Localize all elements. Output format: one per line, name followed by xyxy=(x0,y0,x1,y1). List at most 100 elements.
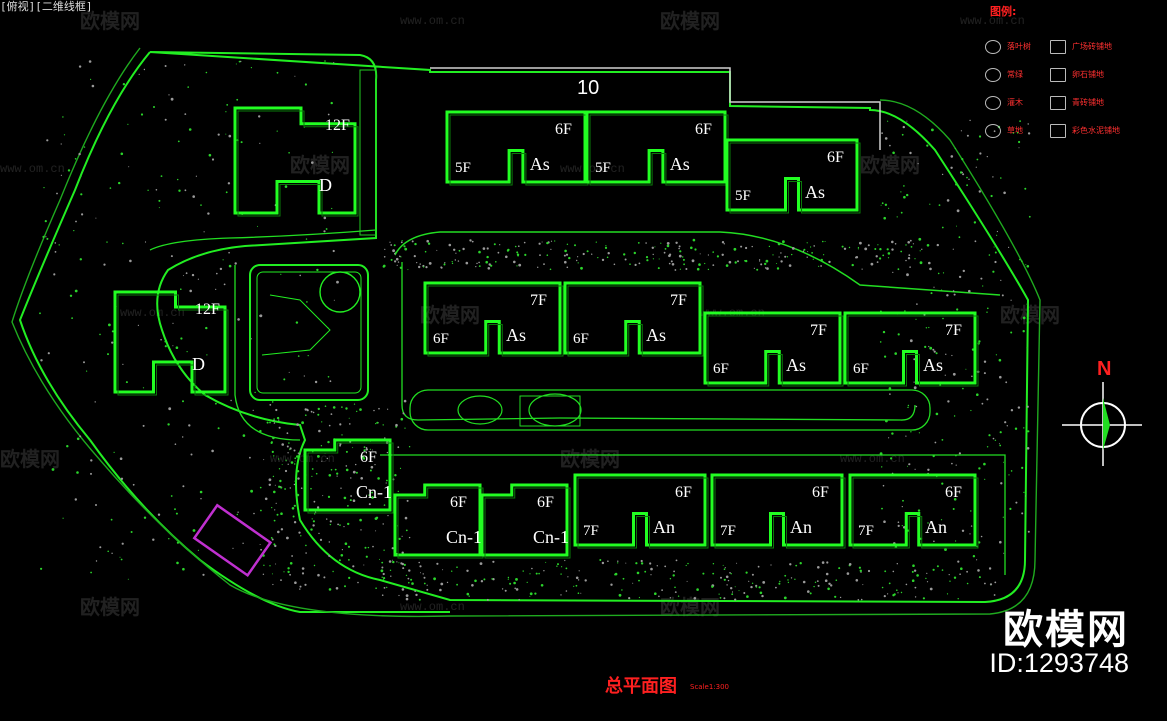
building-type-label: Cn-1 xyxy=(446,527,482,547)
legend-item-label: 卵石铺地 xyxy=(1072,70,1104,79)
inner-road xyxy=(394,231,1001,296)
legend-item-label: 彩色水泥铺地 xyxy=(1072,126,1120,135)
watermark-url: www.om.cn xyxy=(120,306,185,320)
sub-floor-label: 6F xyxy=(853,361,869,377)
floor-label: 7F xyxy=(810,322,827,339)
building-type-label: As xyxy=(530,154,550,174)
north-edge-line xyxy=(430,67,881,150)
drawing-scale: Scale1:300 xyxy=(690,683,730,691)
building-outline xyxy=(573,473,707,547)
watermark-brand: 欧模网 xyxy=(420,303,480,327)
floor-label: 7F xyxy=(530,292,547,309)
inner-road xyxy=(234,265,301,441)
building-outline xyxy=(445,110,587,184)
sub-floor-label: 6F xyxy=(573,331,589,347)
legend-item-label: 青砖铺地 xyxy=(1072,98,1104,107)
north-label: N xyxy=(1097,358,1111,380)
sub-floor-label: 6F xyxy=(713,361,729,377)
building-block: 12F D xyxy=(233,106,359,217)
building-outline xyxy=(843,311,977,385)
building-outline xyxy=(725,138,859,212)
building-outline xyxy=(393,483,482,557)
sub-floor-label: 7F xyxy=(858,523,874,539)
north-arrow: N xyxy=(1062,358,1142,466)
building-type-label: As xyxy=(786,355,806,375)
floor-label: 6F xyxy=(945,484,962,501)
watermark-brand: 欧模网 xyxy=(0,447,60,471)
building-type-label: As xyxy=(670,154,690,174)
building-type-label: Cn-1 xyxy=(356,482,392,502)
watermark-brand: 欧模网 xyxy=(560,447,620,471)
building-type-label: An xyxy=(925,517,947,537)
building-outline xyxy=(585,110,727,184)
fountain-plaza xyxy=(528,393,582,427)
pebble-paving-icon xyxy=(1050,68,1066,82)
building-block: 6F An 7F xyxy=(848,473,979,549)
building-outline xyxy=(233,106,357,215)
brick-paving-icon xyxy=(1050,96,1066,110)
watermark-brand: 欧模网 xyxy=(660,9,720,33)
site-boundary xyxy=(18,51,1030,613)
watermark-url: www.om.cn xyxy=(560,162,625,176)
viewport-label[interactable]: [俯视][二维线框] xyxy=(0,0,93,13)
building-outline xyxy=(113,290,227,394)
sub-floor-label: 6F xyxy=(433,331,449,347)
legend-item-label: 常绿 xyxy=(1007,70,1023,79)
building-outline xyxy=(303,438,392,512)
watermark-brand: 欧模网 xyxy=(80,595,140,619)
legend-item-label: 落叶树 xyxy=(1007,42,1031,51)
deciduous-tree-icon xyxy=(985,40,1001,54)
site-number: 10 xyxy=(577,77,599,99)
evergreen-icon xyxy=(985,68,1001,82)
drawing-title: 总平面图 xyxy=(605,676,677,697)
fountain-plaza xyxy=(457,395,503,425)
building-outline xyxy=(480,483,569,557)
building-type-label: As xyxy=(923,355,943,375)
building-outline xyxy=(423,281,562,355)
building-type-label: As xyxy=(805,182,825,202)
sub-floor-label: 7F xyxy=(720,523,736,539)
building-type-label: D xyxy=(319,175,332,195)
watermark-brand: 欧模网 xyxy=(860,153,920,177)
building-type-label: Cn-1 xyxy=(533,527,569,547)
playground-block xyxy=(249,264,369,401)
inner-road xyxy=(380,454,1006,575)
sub-floor-label: 5F xyxy=(595,160,611,176)
plaza-paving-icon xyxy=(1050,40,1066,54)
building-type-label: An xyxy=(653,517,675,537)
watermark-brand: 欧模网 xyxy=(1000,303,1060,327)
sub-floor-label: 5F xyxy=(735,188,751,204)
floor-label: 6F xyxy=(450,494,467,511)
central-garden xyxy=(409,389,931,431)
brand-id: ID:1293748 xyxy=(989,648,1129,678)
floor-label: 6F xyxy=(827,149,844,166)
round-pavilion xyxy=(319,271,361,313)
building-block: 6F As 5F xyxy=(445,110,589,186)
watermark-url: www.om.cn xyxy=(0,162,65,176)
building-type-label: An xyxy=(790,517,812,537)
legend-item-label: 灌木 xyxy=(1007,98,1023,107)
watermark-url: www.om.cn xyxy=(960,14,1025,28)
floor-label: 12F xyxy=(325,117,350,134)
sub-floor-label: 5F xyxy=(455,160,471,176)
building-outline xyxy=(848,473,977,547)
outer-boundary-line xyxy=(11,47,1041,618)
water-feature xyxy=(519,395,581,427)
sub-floor-label: 7F xyxy=(583,523,599,539)
building-outline xyxy=(710,473,844,547)
shrub-icon xyxy=(985,96,1001,110)
floor-label: 6F xyxy=(555,121,572,138)
legend-item-label: 草地 xyxy=(1007,126,1023,135)
floor-label: 7F xyxy=(670,292,687,309)
floor-label: 6F xyxy=(675,484,692,501)
building-type-label: As xyxy=(646,325,666,345)
watermark-brand: 欧模网 xyxy=(290,153,350,177)
watermark-url: www.om.cn xyxy=(840,452,905,466)
parking-strip xyxy=(359,69,377,236)
